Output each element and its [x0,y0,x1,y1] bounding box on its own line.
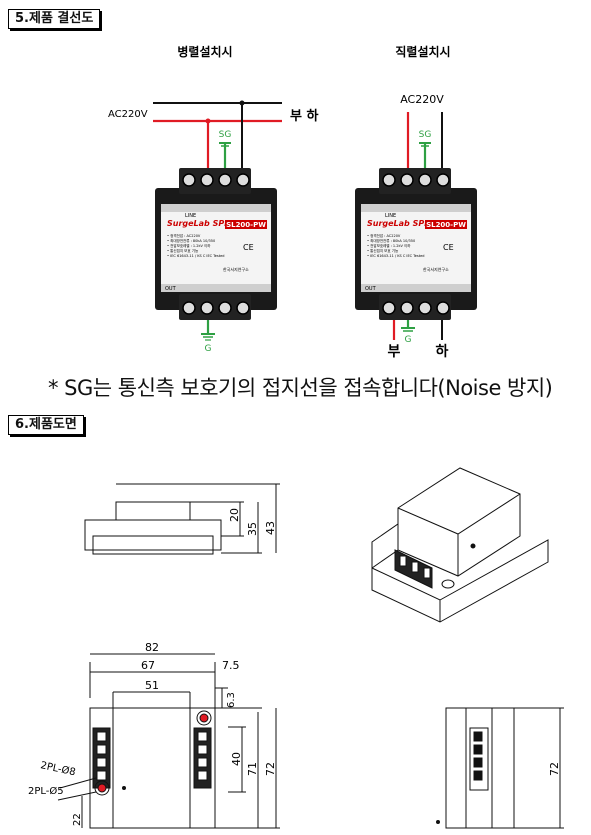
section-6-title: 6.제품도면 [8,415,84,435]
dim-front-22: 22 [72,813,83,826]
parallel-g-label: G [205,344,212,354]
dim-front-51: 51 [145,679,159,692]
isometric-view [371,467,549,623]
svg-text:LINE: LINE [185,213,196,219]
series-model: SL200-PW [426,221,466,229]
dim-front-71: 71 [246,762,259,776]
series-sg-label: SG [419,130,432,140]
dim-front-7-5: 7.5 [222,659,240,672]
parallel-load-label: 부 하 [290,108,318,124]
series-supply-label: AC220V [400,93,444,106]
dim-front-phi5: 2PL-Ø5 [28,785,64,797]
dim-front-82: 82 [145,641,159,654]
series-brand: SurgeLab SPD [367,219,431,228]
ce-mark: CE [243,243,254,252]
end-view [436,707,564,829]
section-5-title: 5.제품 결선도 [8,9,101,29]
series-title: 직렬설치시 [395,44,450,59]
dim-side-43: 43 [264,521,277,535]
spec-line: • IEC 61643-11 / KS C IEC Tested [367,254,425,258]
svg-text:OUT: OUT [165,286,177,292]
spec-line: • 전압보호레벨 : 1.2kV 이하 [167,243,211,248]
front-view [57,653,280,829]
series-load-left: 부 [388,344,401,360]
sg-note: * SG는 통신측 보호기의 접지선을 접속합니다(Noise 방지) [48,376,553,400]
svg-text:LINE: LINE [385,213,396,219]
maker-label: 한국서지연구소 [223,266,249,272]
dim-front-6-3: 6.3 [226,692,237,708]
parallel-sg-label: SG [219,130,232,140]
series-load-right: 하 [436,343,449,360]
dim-side-35: 35 [246,522,259,536]
dim-front-phi8: 2PL-Ø8 [39,759,76,778]
spec-line: • 최대방전전류 : 80kA 10/350 [367,238,415,243]
spec-line: • 최대방전전류 : 80kA 10/350 [167,238,215,243]
maker-label: 한국서지연구소 [423,266,449,272]
series-g-label: G [405,335,412,345]
ce-mark: CE [443,243,454,252]
spec-line: • 정격전압 : AC220V [367,233,401,238]
parallel-supply-label: AC220V [108,109,148,120]
parallel-brand: SurgeLab SPD [167,219,231,228]
spec-line: • IEC 61643-11 / KS C IEC Tested [167,254,225,258]
wiring-diagram: 병렬설치시 AC220V 부 하 SG LINE SurgeLab SPD SL… [108,44,478,360]
side-view [84,483,280,555]
spec-line: • 통신접지 보호 기능 [367,248,399,253]
spec-line: • 전압보호레벨 : 1.2kV 이하 [367,243,411,248]
svg-text:OUT: OUT [365,286,377,292]
parallel-device: LINE SurgeLab SPD SL200-PW • 정격전압 : AC22… [154,167,278,321]
series-device: LINE SurgeLab SPD SL200-PW • 정격전압 : AC22… [354,167,478,321]
dim-front-40: 40 [230,752,243,766]
spec-line: • 통신접지 보호 기능 [167,248,199,253]
dim-end-72: 72 [548,762,561,776]
dim-front-67: 67 [141,659,155,672]
dim-side-20: 20 [228,508,241,522]
product-drawings: 20 35 43 [28,467,564,829]
dim-front-72: 72 [264,762,277,776]
parallel-title: 병렬설치시 [177,44,232,59]
parallel-model: SL200-PW [226,221,266,229]
spec-line: • 정격전압 : AC220V [167,233,201,238]
